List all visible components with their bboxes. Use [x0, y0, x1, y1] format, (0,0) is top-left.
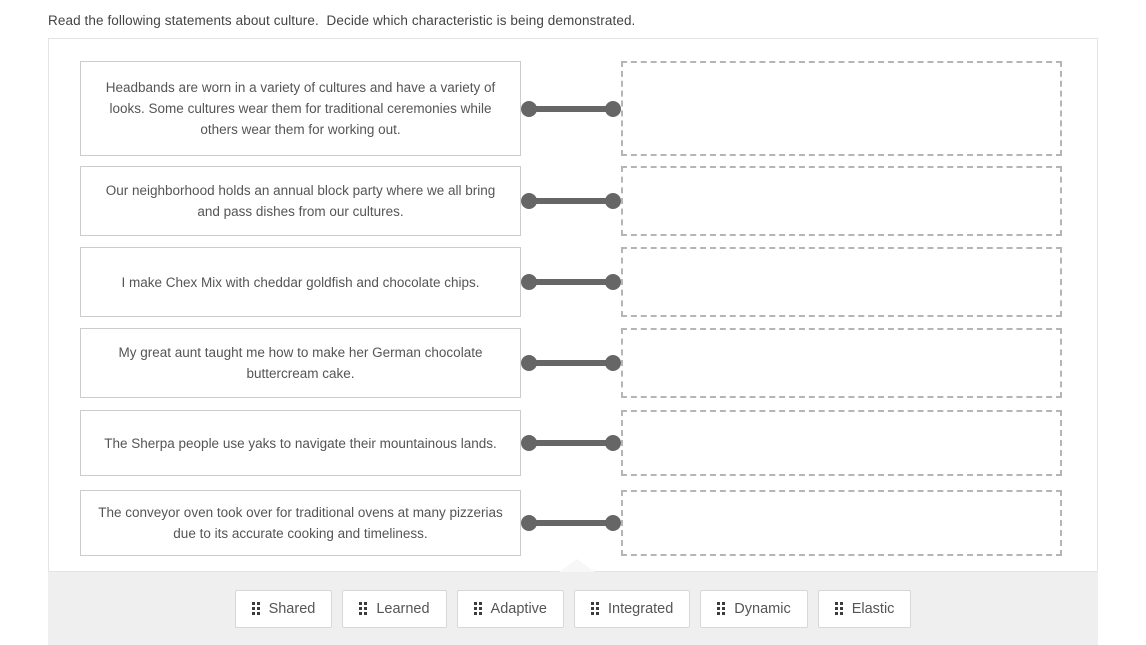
connector-bar	[527, 440, 615, 446]
answer-token-elastic[interactable]: Elastic	[817, 589, 912, 628]
statement-card: My great aunt taught me how to make her …	[80, 328, 521, 398]
drag-handle-icon[interactable]	[359, 602, 368, 615]
matching-panel: Headbands are worn in a variety of cultu…	[48, 38, 1098, 572]
match-row: The Sherpa people use yaks to navigate t…	[49, 410, 1099, 476]
answer-dropzone[interactable]	[621, 247, 1062, 317]
answer-token-label: Integrated	[607, 600, 674, 617]
match-row: The conveyor oven took over for traditio…	[49, 490, 1099, 556]
statement-text: My great aunt taught me how to make her …	[118, 345, 483, 381]
answer-dropzone[interactable]	[621, 328, 1062, 398]
answer-token-label: Dynamic	[734, 600, 791, 617]
answer-token-label: Shared	[268, 600, 316, 617]
connector-bar	[527, 360, 615, 366]
connector-dot-right	[605, 193, 621, 209]
statement-text: Headbands are worn in a variety of cultu…	[105, 80, 496, 137]
answer-dropzone[interactable]	[621, 410, 1062, 476]
connector-bar	[527, 520, 615, 526]
drag-handle-icon[interactable]	[473, 602, 482, 615]
answer-token-adaptive[interactable]: Adaptive	[456, 589, 564, 628]
answer-token-learned[interactable]: Learned	[342, 589, 447, 628]
statement-text: I make Chex Mix with cheddar goldfish an…	[121, 274, 480, 290]
connector-bar	[527, 198, 615, 204]
instruction-text: Read the following statements about cult…	[48, 13, 636, 28]
match-row: Our neighborhood holds an annual block p…	[49, 166, 1099, 236]
answer-dropzone[interactable]	[621, 166, 1062, 236]
match-row: Headbands are worn in a variety of cultu…	[49, 61, 1099, 156]
answer-dropzone[interactable]	[621, 490, 1062, 556]
statement-card: Our neighborhood holds an annual block p…	[80, 166, 521, 236]
answer-token-list: Shared Learned Adaptive Integrated Dynamic El…	[48, 572, 1098, 645]
statement-card: The Sherpa people use yaks to navigate t…	[80, 410, 521, 476]
tray-pointer-icon	[559, 559, 595, 572]
link-connector-icon	[521, 514, 621, 532]
answer-token-label: Elastic	[851, 600, 895, 617]
connector-dot-right	[605, 515, 621, 531]
drag-handle-icon[interactable]	[590, 602, 599, 615]
connector-dot-right	[605, 100, 621, 117]
statement-text: The Sherpa people use yaks to navigate t…	[104, 435, 497, 451]
link-connector-icon	[521, 273, 621, 291]
connector-dot-right	[605, 435, 621, 451]
match-rows: Headbands are worn in a variety of cultu…	[49, 39, 1099, 573]
link-connector-icon	[521, 100, 621, 118]
statement-card: I make Chex Mix with cheddar goldfish an…	[80, 247, 521, 317]
link-connector-icon	[521, 434, 621, 452]
connector-dot-right	[605, 274, 621, 290]
match-row: My great aunt taught me how to make her …	[49, 328, 1099, 398]
statement-text: The conveyor oven took over for traditio…	[98, 505, 503, 541]
match-row: I make Chex Mix with cheddar goldfish an…	[49, 247, 1099, 317]
connector-bar	[527, 105, 615, 112]
answer-token-label: Adaptive	[490, 600, 547, 617]
drag-handle-icon[interactable]	[251, 602, 260, 615]
statement-card: The conveyor oven took over for traditio…	[80, 490, 521, 556]
connector-dot-right	[605, 355, 621, 371]
link-connector-icon	[521, 192, 621, 210]
answer-token-shared[interactable]: Shared	[234, 589, 333, 628]
answer-token-label: Learned	[376, 600, 430, 617]
drag-handle-icon[interactable]	[834, 602, 843, 615]
answer-tray: Shared Learned Adaptive Integrated Dynamic El…	[48, 559, 1098, 645]
answer-token-integrated[interactable]: Integrated	[573, 589, 691, 628]
statement-card: Headbands are worn in a variety of cultu…	[80, 61, 521, 156]
link-connector-icon	[521, 354, 621, 372]
answer-dropzone[interactable]	[621, 61, 1062, 156]
statement-text: Our neighborhood holds an annual block p…	[105, 183, 496, 219]
connector-bar	[527, 279, 615, 285]
drag-handle-icon[interactable]	[717, 602, 726, 615]
answer-token-dynamic[interactable]: Dynamic	[700, 589, 808, 628]
